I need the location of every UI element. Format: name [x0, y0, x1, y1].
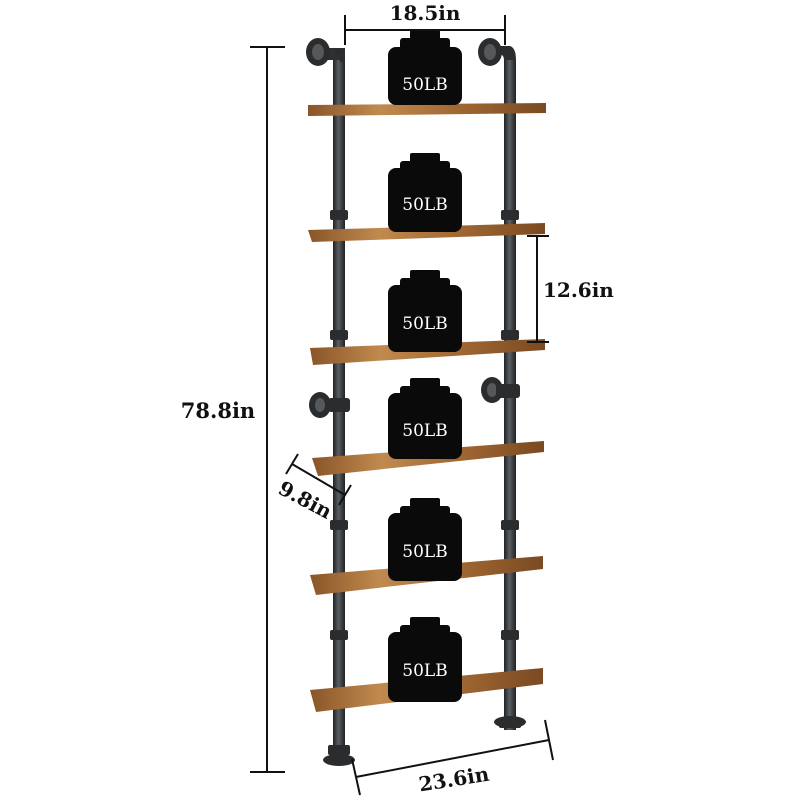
width-dimension: 18.5in: [344, 1, 506, 45]
shelf-1: [308, 103, 546, 116]
weight-4: 50LB: [388, 378, 462, 459]
floor-flange-left: [323, 745, 355, 766]
width-label: 18.5in: [390, 1, 461, 25]
wall-flange-top-left: [306, 38, 345, 66]
wall-flange-top-right: [478, 38, 516, 66]
weight-label: 50LB: [402, 195, 447, 215]
height-label: 78.8in: [181, 398, 255, 423]
weight-label: 50LB: [402, 542, 447, 562]
shelf-spacing-label: 12.6in: [543, 278, 614, 302]
shelf-width-label: 23.6in: [417, 762, 491, 797]
weight-2: 50LB: [388, 153, 462, 232]
weight-label: 50LB: [402, 421, 447, 441]
height-dimension: 78.8in: [181, 46, 285, 773]
weight-label: 50LB: [402, 314, 447, 334]
weight-label: 50LB: [402, 75, 447, 95]
weight-5: 50LB: [388, 498, 462, 581]
weight-1: 50LB: [388, 30, 462, 105]
weight-label: 50LB: [402, 661, 447, 681]
wall-flange-mid-left: [309, 392, 350, 418]
shelf-2: [308, 223, 545, 242]
weight-6: 50LB: [388, 617, 462, 702]
wall-flange-mid-right: [481, 377, 520, 403]
floor-flange-right: [494, 716, 526, 728]
shelf-width-dimension: 23.6in: [351, 719, 554, 797]
shelf-spacing-dimension: 12.6in: [527, 235, 614, 343]
weight-3: 50LB: [388, 270, 462, 352]
depth-label: 9.8in: [275, 476, 337, 524]
